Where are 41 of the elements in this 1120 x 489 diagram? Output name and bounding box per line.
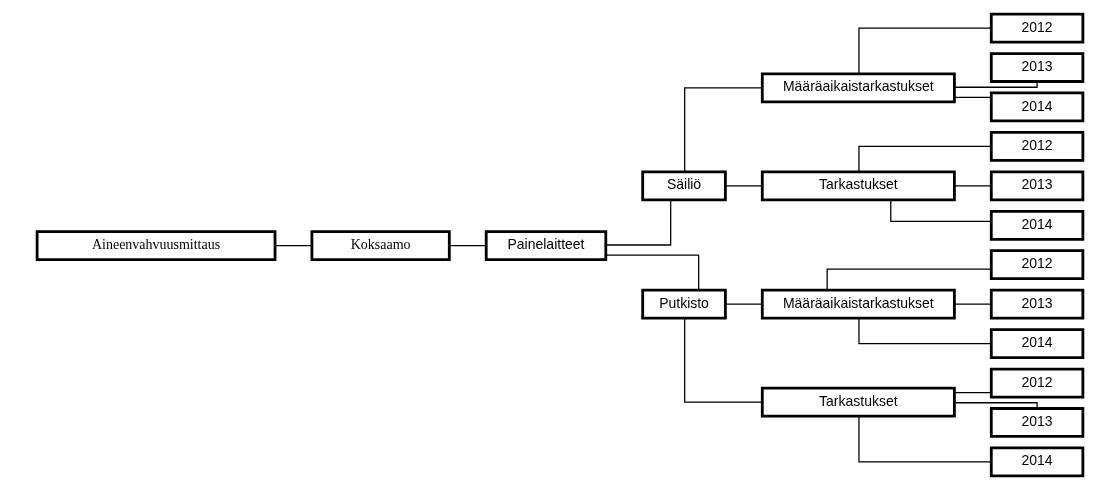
node-box: 2012 [989,248,1085,280]
connector [953,96,992,98]
node-box: 2014 [989,91,1085,122]
node-box: 2014 [989,209,1085,241]
connector [274,244,313,246]
node-box: Koksaamo [310,229,451,261]
node-box: 2014 [989,446,1085,477]
node-box: 2013 [989,51,1085,83]
node-box: Putkisto [641,288,727,320]
connector [858,415,992,463]
node-box: 2012 [989,130,1085,162]
node-box: 2012 [989,12,1085,43]
connector [684,317,763,403]
node-box: Määräaikaistarkastukset [760,288,956,320]
connector [953,80,1038,88]
connector [725,184,763,186]
connector [953,391,992,393]
node-box: 2013 [989,288,1085,320]
connector [953,401,1038,409]
node-box: Painelaitteet [484,229,608,261]
connector [858,145,992,172]
connector [826,268,992,291]
connector [890,198,992,222]
node-box: Aineenvahvuusmittaus [35,229,277,261]
node-box: 2013 [989,406,1085,438]
node-box: Tarkastukset [760,169,956,201]
node-box: 2013 [989,169,1085,201]
connector [725,303,763,305]
connector [684,86,763,172]
connector [858,26,992,74]
connector [448,244,487,246]
connector [858,317,992,344]
node-box: 2014 [989,327,1085,359]
node-box: Tarkastukset [760,386,956,417]
connector [953,303,992,305]
node-box: 2012 [989,367,1085,398]
connector [605,254,700,290]
connector [953,184,992,186]
node-box: Määräaikaistarkastukset [760,71,956,103]
connector [605,199,672,246]
node-box: Säiliö [641,169,727,201]
